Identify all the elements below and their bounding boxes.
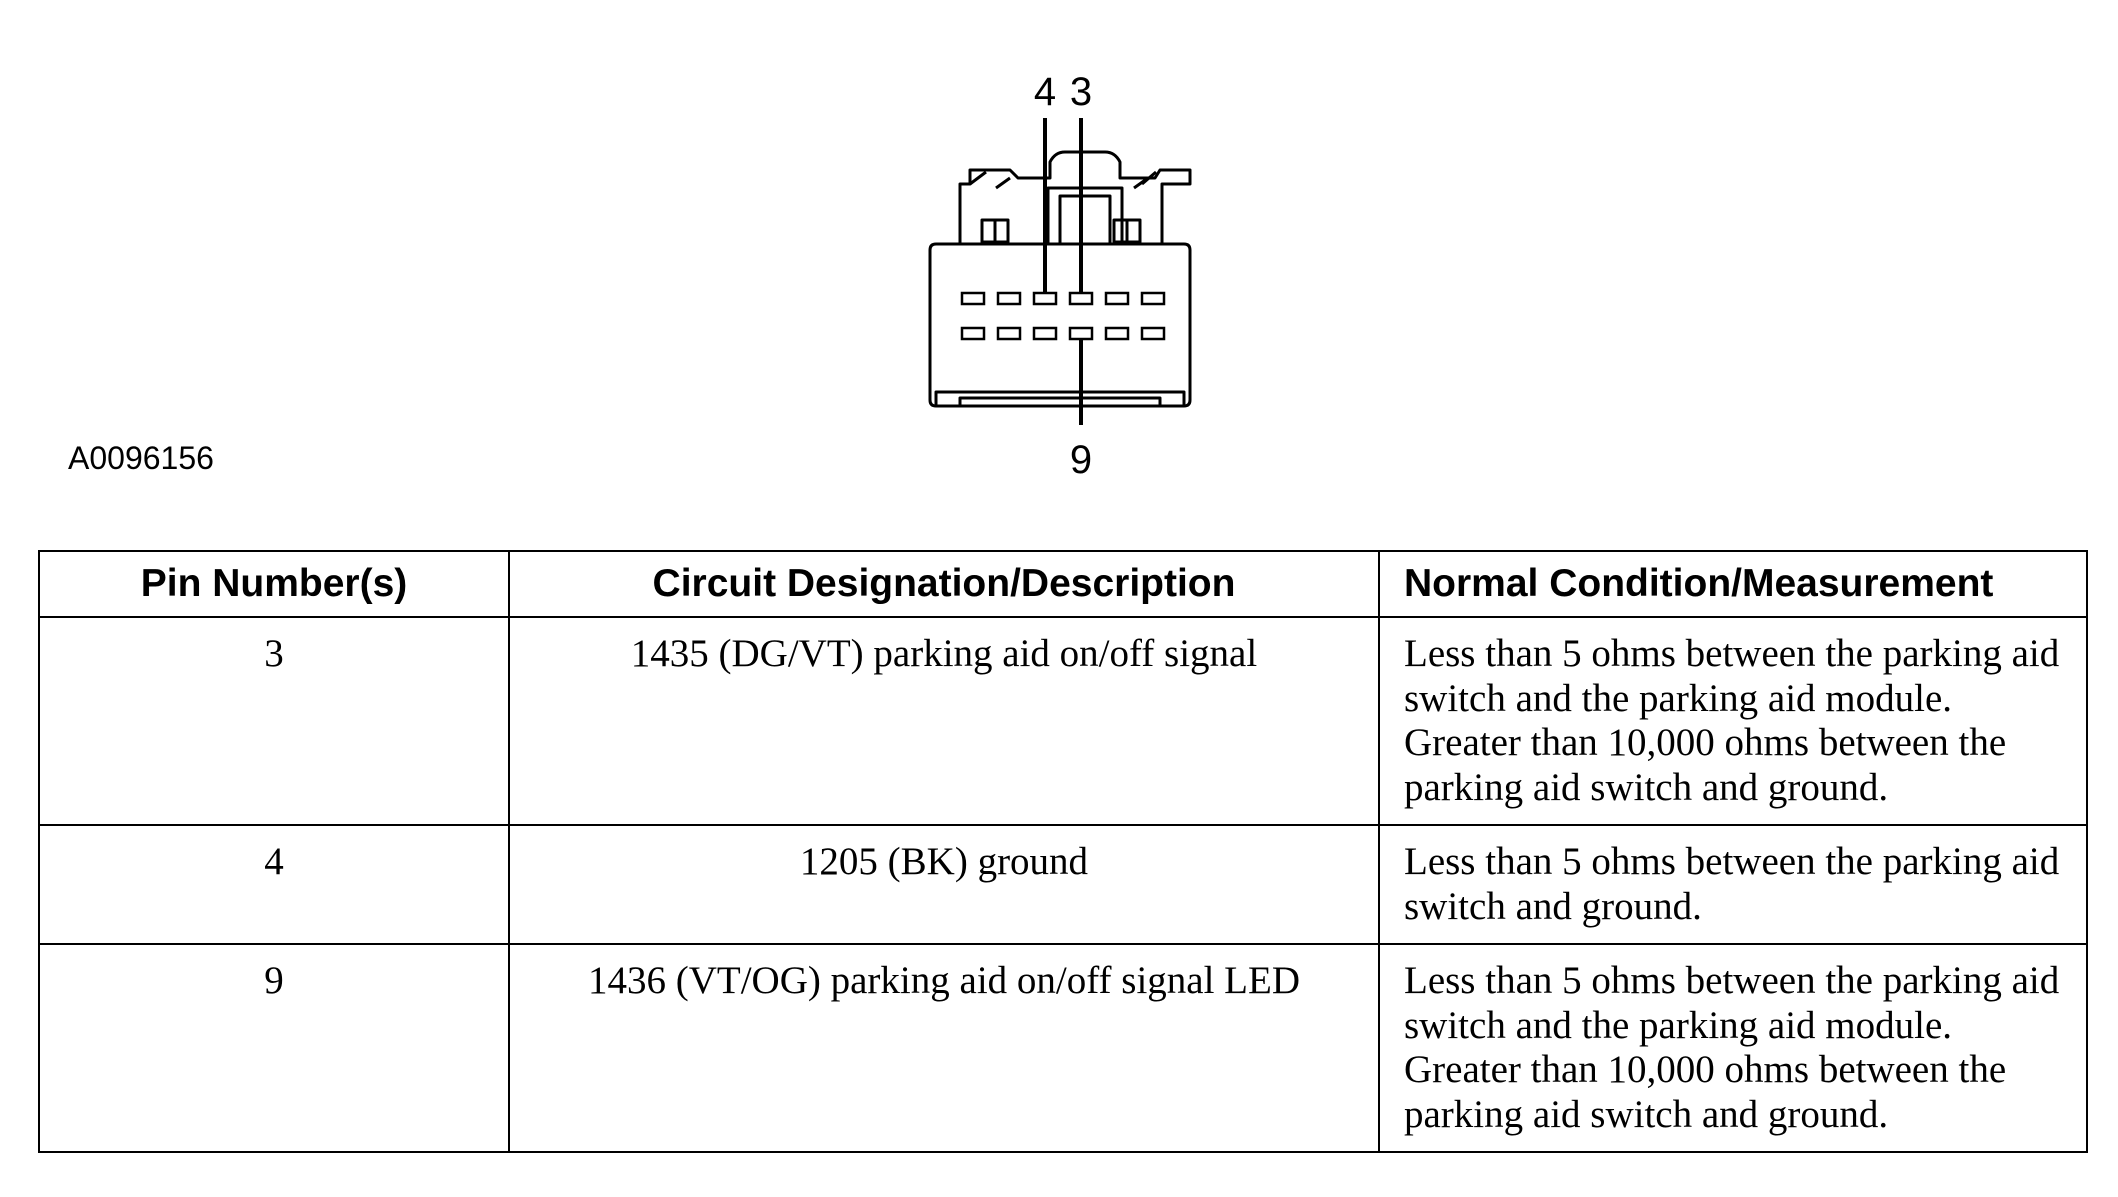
cavity-11 [1104,326,1130,341]
cavity-4 [1068,291,1094,306]
cell-condition: Less than 5 ohms between the parking aid… [1378,943,2088,1153]
header-pin-number: Pin Number(s) [38,550,510,618]
table-header-row: Pin Number(s) Circuit Designation/Descri… [38,550,2088,618]
pin-label-9: 9 [1070,438,1092,482]
table-row: 9 1436 (VT/OG) parking aid on/off signal… [38,943,2088,1153]
cavity-3 [1032,291,1058,306]
cell-pin: 9 [38,943,510,1153]
header-condition: Normal Condition/Measurement [1378,550,2088,618]
cell-pin: 4 [38,824,510,945]
pin-label-3: 3 [1070,70,1092,114]
pin-table: Pin Number(s) Circuit Designation/Descri… [38,550,2088,1153]
cell-circuit: 1205 (BK) ground [508,824,1380,945]
table-row: 3 1435 (DG/VT) parking aid on/off signal… [38,616,2088,826]
cavity-5 [1104,291,1130,306]
cell-circuit: 1436 (VT/OG) parking aid on/off signal L… [508,943,1380,1153]
cavity-10 [1068,326,1094,341]
latch [1046,186,1124,244]
figure-id: A0096156 [68,440,214,476]
cell-condition: Less than 5 ohms between the parking aid… [1378,616,2088,826]
cell-condition: Less than 5 ohms between the parking aid… [1378,824,2088,945]
connector-diagram: 4 3 9 [928,70,1192,482]
cavity-9 [1032,326,1058,341]
cavity-7 [960,326,986,341]
connector-figure: 4 3 9 A0096156 [0,0,2118,500]
cavity-2 [996,291,1022,306]
cavity-1 [960,291,986,306]
connector-foot [934,390,1186,406]
table-row: 4 1205 (BK) ground Less than 5 ohms betw… [38,824,2088,945]
header-circuit: Circuit Designation/Description [508,550,1380,618]
cavity-6 [1140,291,1166,306]
cell-pin: 3 [38,616,510,826]
connector-housing [928,242,1192,408]
cavity-8 [996,326,1022,341]
cavity-12 [1140,326,1166,341]
cell-circuit: 1435 (DG/VT) parking aid on/off signal [508,616,1380,826]
pin-label-4: 4 [1034,70,1056,114]
